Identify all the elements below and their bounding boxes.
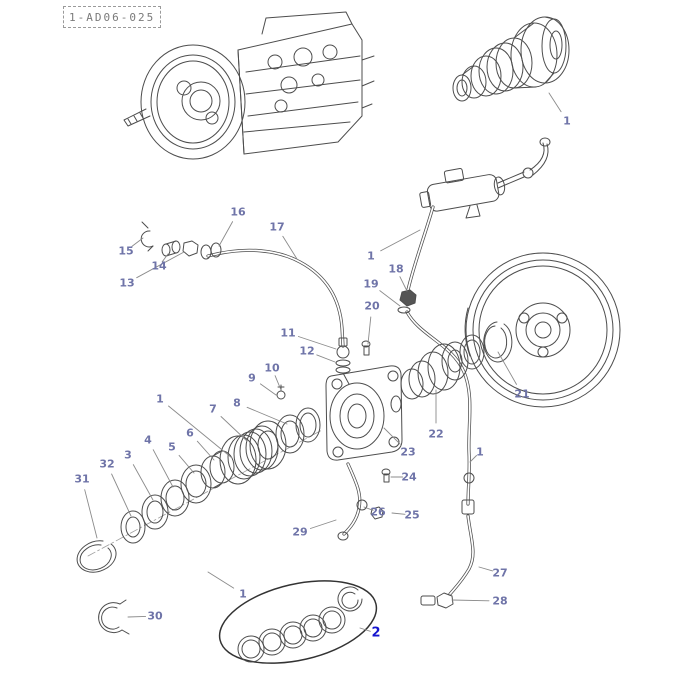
part-callout: 30 [147, 609, 163, 623]
part-callout: 9 [248, 371, 256, 385]
leader-line [380, 229, 421, 252]
part-callout: 31 [74, 472, 90, 486]
leader-line [207, 571, 235, 589]
part-callout: 4 [144, 433, 152, 447]
part-callout: 10 [264, 361, 280, 375]
part-callout: 32 [99, 457, 115, 471]
leader-line [196, 440, 215, 461]
part-callout: 27 [492, 566, 508, 580]
plate-code: 1-AD06-025 [69, 10, 156, 24]
leader-line [548, 92, 562, 113]
leader-line [282, 235, 298, 260]
leader-line [132, 464, 154, 501]
bleed-fittings-drawing [140, 221, 222, 260]
leader-line [127, 615, 147, 618]
leader-lines [84, 92, 562, 632]
part-callout: 1 [563, 114, 571, 128]
part-callout: 19 [363, 277, 379, 291]
leader-line [367, 316, 372, 345]
part-callout: 6 [186, 426, 194, 440]
pulley-drawing [464, 252, 621, 408]
part-callout: 29 [292, 525, 308, 539]
oring-set-drawing [218, 580, 378, 664]
part-callout: 5 [168, 440, 176, 454]
leader-line [497, 351, 517, 385]
part-callout: 25 [404, 508, 420, 522]
boot-drawing [400, 334, 485, 400]
line-art [76, 11, 621, 664]
part-callout: 14 [151, 259, 167, 273]
part-callout: 1 [239, 587, 247, 601]
leader-line [316, 354, 336, 363]
part-callout: 24 [401, 470, 417, 484]
part-callout: 20 [364, 299, 380, 313]
part-callout: 18 [388, 262, 404, 276]
part-callout: 3 [124, 448, 132, 462]
leader-line [168, 405, 233, 459]
master-cylinder-drawing [419, 137, 551, 219]
steel-pipe-drawing [206, 248, 345, 348]
clamp-drawing [98, 599, 130, 635]
leader-line [218, 221, 234, 247]
leader-line [131, 237, 144, 247]
carrier-drawing [325, 365, 403, 461]
part-callout: 16 [230, 205, 246, 219]
leader-line [309, 519, 337, 529]
leader-line [136, 251, 185, 279]
leader-line [152, 449, 174, 488]
part-callout: 1 [367, 249, 375, 263]
leader-line [220, 416, 248, 442]
part-callout: 26 [370, 505, 386, 519]
leader-line [259, 383, 277, 396]
part-callout: 23 [400, 445, 416, 459]
part-callout: 12 [299, 344, 315, 358]
leader-line [161, 253, 169, 263]
nut-washer-drawing [397, 289, 417, 314]
leader-line [379, 290, 401, 307]
leader-line [363, 506, 374, 511]
part-callout: 22 [428, 427, 444, 441]
leader-line [383, 427, 401, 445]
leader-line [391, 512, 406, 515]
plate-code-box: 1-AD06-025 [63, 6, 162, 28]
leader-line [178, 454, 195, 474]
coupling-drawing [452, 16, 570, 102]
leader-line [451, 599, 490, 602]
carrier-pipe-drawing [337, 462, 391, 541]
seal-stack-drawing [76, 407, 323, 573]
snap-ring-drawing [483, 321, 513, 363]
part-callout: 11 [280, 326, 296, 340]
part-callout: 2 [371, 625, 381, 641]
part-callout: 13 [119, 276, 135, 290]
part-callout: 28 [492, 594, 508, 608]
leader-line [399, 276, 408, 292]
part-callout: 7 [209, 402, 217, 416]
leader-line [359, 627, 371, 632]
clutch-hose-drawing [405, 205, 475, 609]
part-callout: 1 [476, 445, 484, 459]
leader-line [297, 336, 337, 350]
leader-line [274, 375, 282, 391]
leader-line [469, 455, 477, 463]
part-callout: 17 [269, 220, 285, 234]
part-callout: 15 [118, 244, 134, 258]
leader-line [246, 406, 288, 425]
part-callout: 21 [514, 387, 530, 401]
leader-line [84, 489, 98, 539]
banjo-fitting-drawing [276, 337, 371, 400]
leader-line [478, 566, 494, 572]
part-callout: 1 [156, 392, 164, 406]
gearbox-drawing [123, 11, 375, 160]
part-callout: 8 [233, 396, 241, 410]
leader-line [111, 473, 132, 517]
